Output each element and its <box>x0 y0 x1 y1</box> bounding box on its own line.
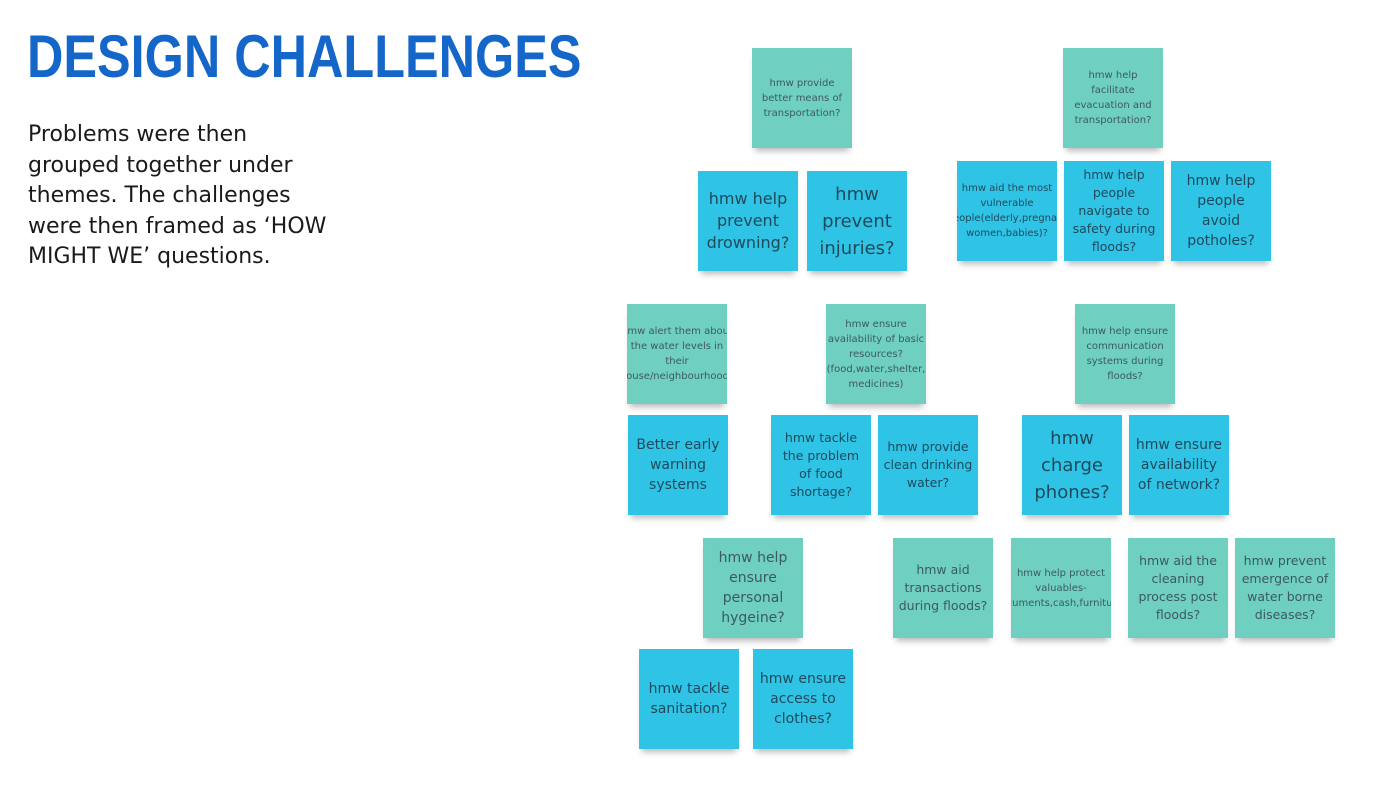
sticky-note: hmw help protect valuables-documents,cas… <box>1011 538 1111 638</box>
sticky-note: hmw help people navigate to safety durin… <box>1064 161 1164 261</box>
sticky-note: hmw prevent emergence of water borne dis… <box>1235 538 1335 638</box>
sticky-note: hmw help ensure personal hygeine? <box>703 538 803 638</box>
slide-title: DESIGN CHALLENGES <box>27 23 582 90</box>
sticky-note: hmw help people avoid potholes? <box>1171 161 1271 261</box>
sticky-note: hmw tackle sanitation? <box>639 649 739 749</box>
sticky-note: hmw ensure availability of network? <box>1129 415 1229 515</box>
sticky-note: hmw charge phones? <box>1022 415 1122 515</box>
sticky-note: hmw help facilitate evacuation and trans… <box>1063 48 1163 148</box>
slide-body-text: Problems were then grouped together unde… <box>28 122 327 269</box>
sticky-note: hmw provide better means of transportati… <box>752 48 852 148</box>
sticky-note: hmw aid transactions during floods? <box>893 538 993 638</box>
sticky-note: hmw tackle the problem of food shortage? <box>771 415 871 515</box>
sticky-note: hmw help prevent drowning? <box>698 171 798 271</box>
sticky-note: hmw aid the cleaning process post floods… <box>1128 538 1228 638</box>
sticky-note: hmw prevent injuries? <box>807 171 907 271</box>
sticky-note: hmw ensure availability of basic resourc… <box>826 304 926 404</box>
sticky-note: hmw help ensure communication systems du… <box>1075 304 1175 404</box>
sticky-note: hmw ensure access to clothes? <box>753 649 853 749</box>
sticky-note: hmw aid the most vulnerable people(elder… <box>957 161 1057 261</box>
sticky-note: Better early warning systems <box>628 415 728 515</box>
sticky-note: hmw provide clean drinking water? <box>878 415 978 515</box>
